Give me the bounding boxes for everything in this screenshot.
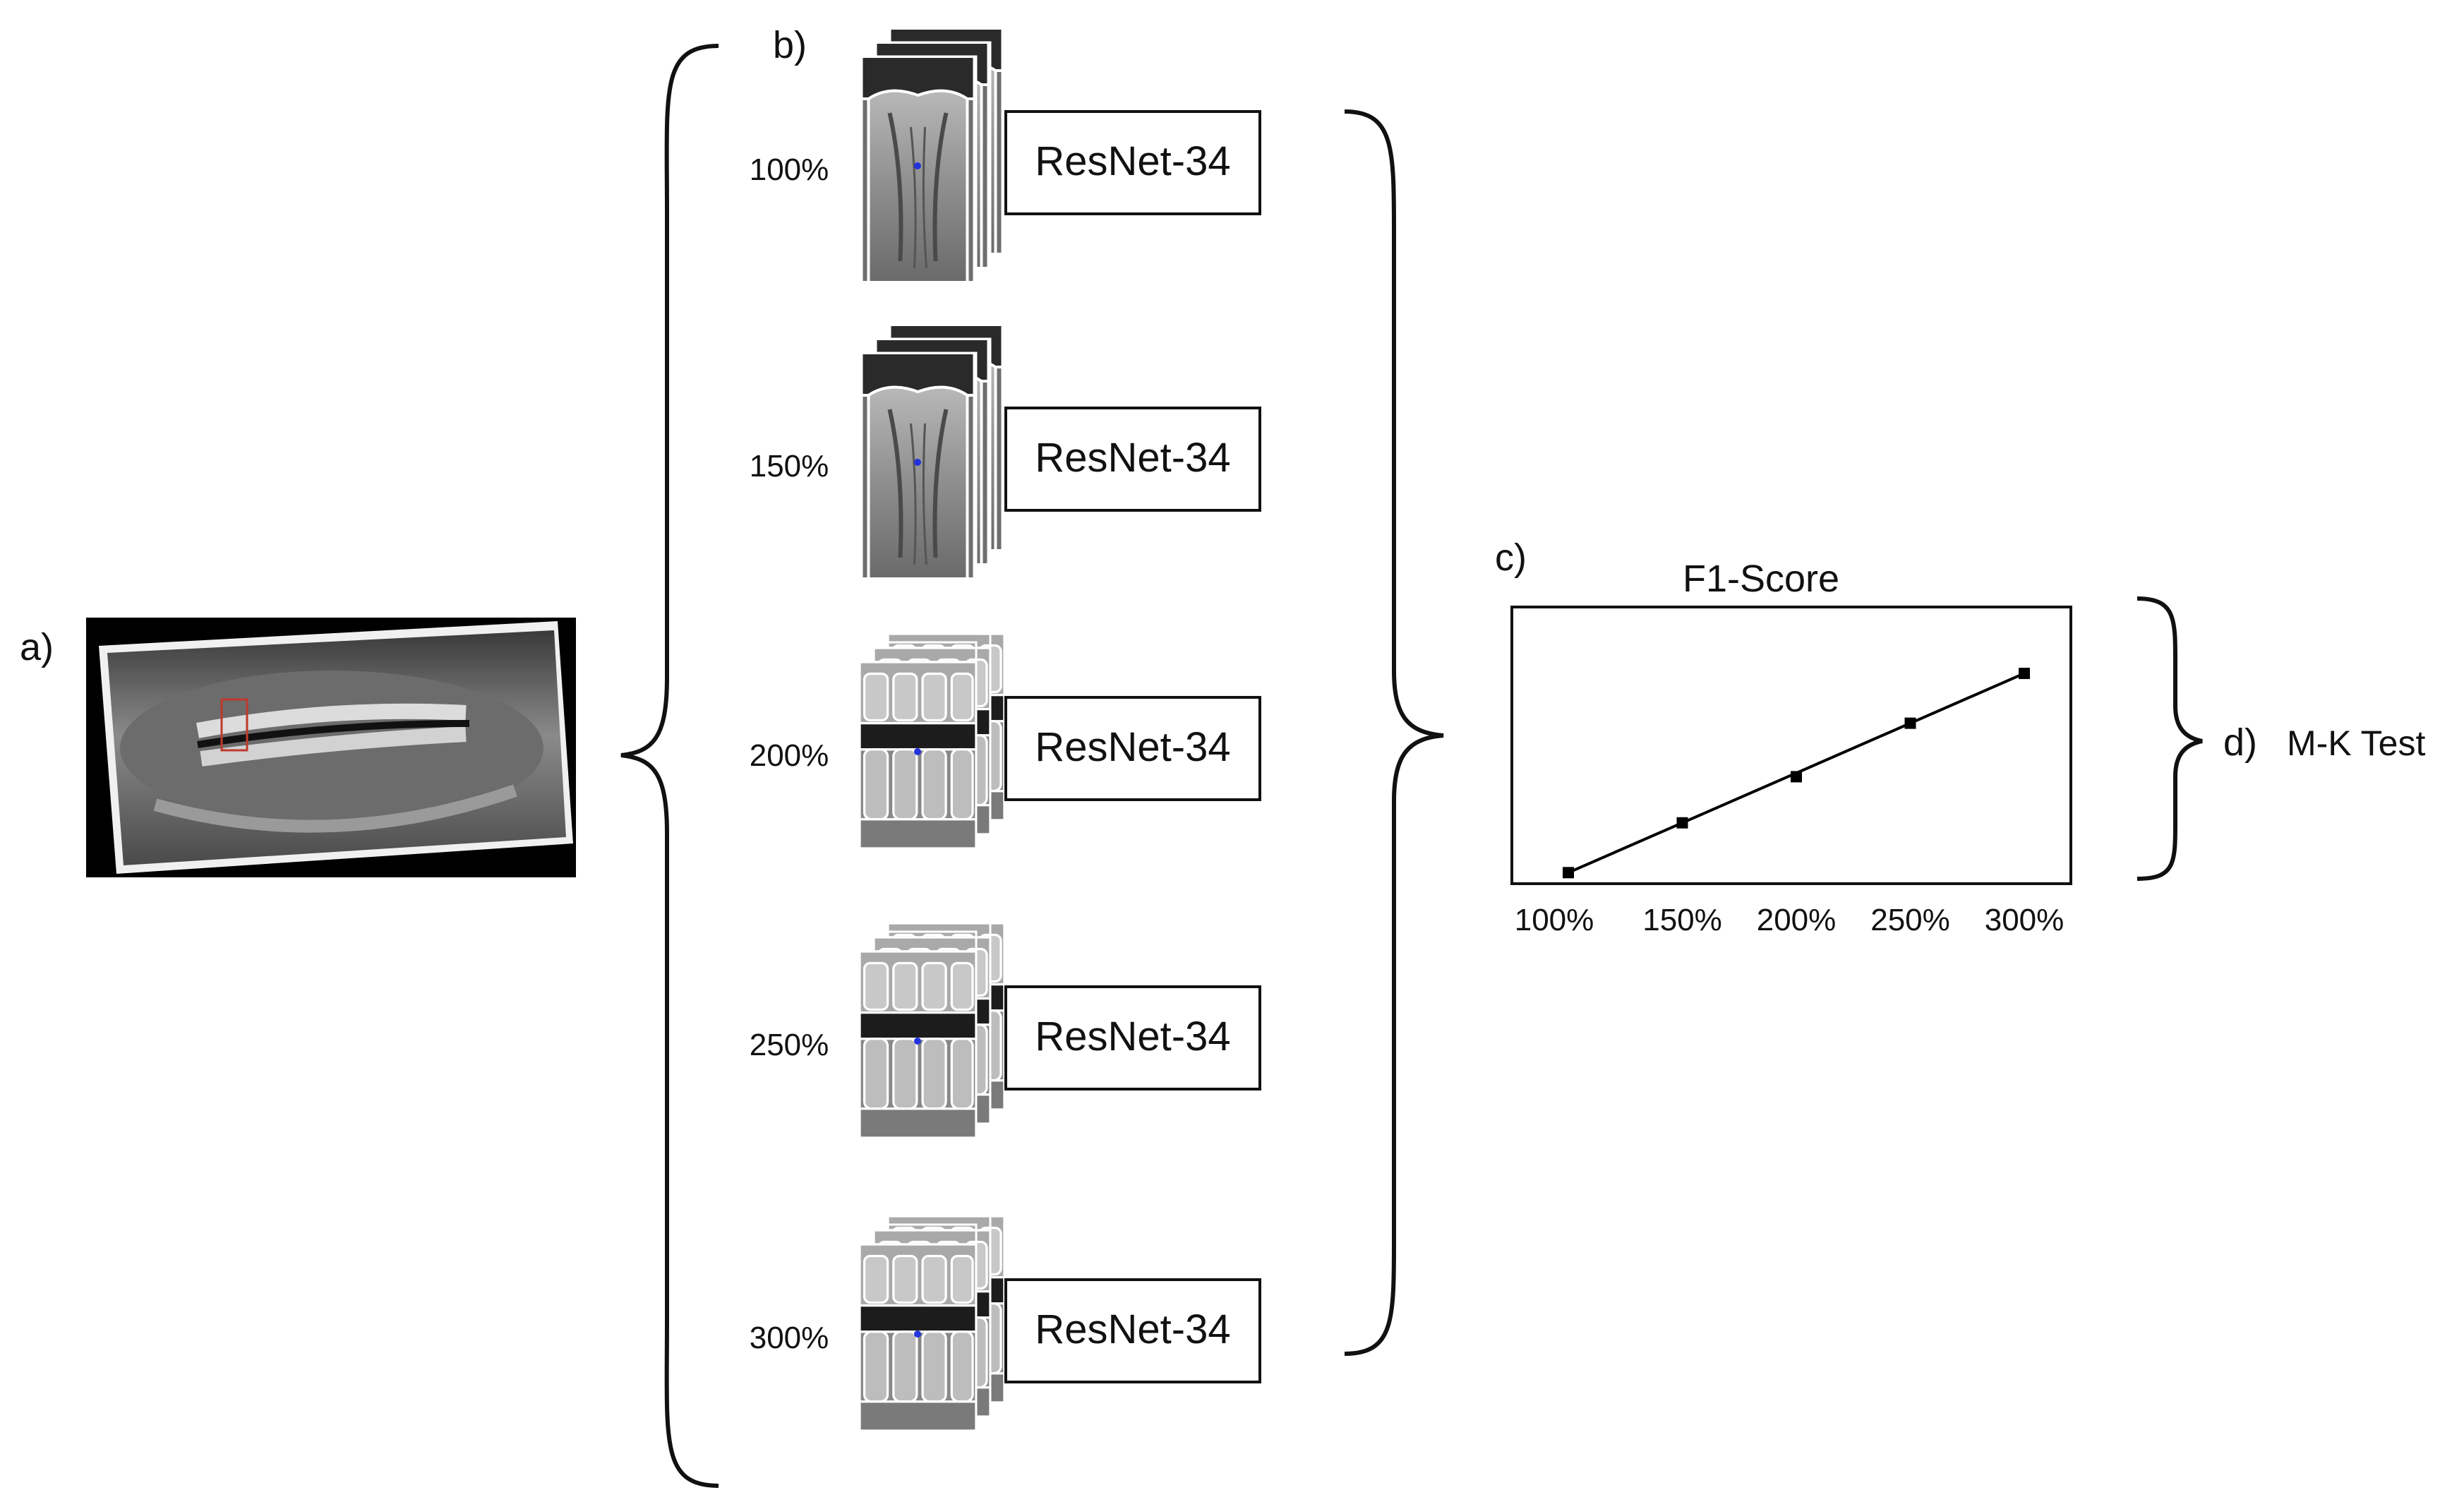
center-dot bbox=[914, 1038, 921, 1045]
x-tick-label: 200% bbox=[1757, 903, 1837, 937]
crop-stack-image bbox=[858, 613, 1006, 870]
model-box bbox=[1004, 696, 1261, 801]
data-point bbox=[1904, 717, 1916, 729]
scale-label: 250% bbox=[750, 1028, 829, 1062]
scale-label: 150% bbox=[750, 449, 829, 483]
data-point bbox=[2019, 668, 2030, 680]
left-brace bbox=[620, 44, 719, 1488]
center-dot bbox=[914, 459, 921, 466]
data-point bbox=[1563, 867, 1574, 879]
center-dot bbox=[914, 748, 921, 755]
model-label: ResNet-34 bbox=[1035, 1306, 1230, 1352]
crop-stack-image bbox=[858, 323, 1006, 580]
right-brace bbox=[2137, 596, 2203, 881]
scale-label: 100% bbox=[750, 152, 829, 187]
panel-label-b: b) bbox=[773, 24, 807, 66]
model-box bbox=[1004, 1278, 1261, 1383]
x-tick-label: 300% bbox=[1985, 903, 2065, 937]
x-tick-label: 250% bbox=[1870, 903, 1950, 937]
chart-plot-area bbox=[1563, 668, 2030, 879]
panel-label-c: c) bbox=[1495, 536, 1527, 579]
crop-stack-image bbox=[858, 27, 1006, 284]
center-dot bbox=[914, 1330, 921, 1338]
center-dot bbox=[914, 162, 921, 169]
scale-rows: 100%ResNet-34150%ResNet-34200%ResNet-342… bbox=[750, 27, 1261, 1452]
crop-stack-image bbox=[858, 902, 1006, 1159]
x-tick-label: 100% bbox=[1515, 903, 1594, 937]
middle-brace bbox=[1344, 109, 1444, 1356]
model-label: ResNet-34 bbox=[1035, 435, 1230, 481]
model-box bbox=[1004, 985, 1261, 1091]
panel-label-a: a) bbox=[20, 626, 54, 668]
model-box bbox=[1004, 407, 1261, 512]
mk-test-label: M-K Test bbox=[2287, 723, 2425, 763]
model-label: ResNet-34 bbox=[1035, 138, 1230, 184]
chart-title: F1-Score bbox=[1683, 558, 1839, 600]
crop-stack-image bbox=[858, 1195, 1006, 1452]
data-point bbox=[1791, 771, 1802, 783]
scale-row: 100% ResNet-34 bbox=[750, 27, 1261, 284]
model-label: ResNet-34 bbox=[1035, 724, 1230, 770]
chart-x-ticks: 100% 150% 200% 250% 300% bbox=[1515, 903, 2065, 937]
data-point bbox=[1676, 817, 1688, 829]
roi-box bbox=[220, 698, 248, 752]
model-box bbox=[1004, 110, 1261, 215]
panoramic-xray-image bbox=[86, 618, 576, 877]
chart-frame bbox=[1510, 606, 2072, 885]
x-tick-label: 150% bbox=[1642, 903, 1722, 937]
panel-label-d: d) bbox=[2223, 721, 2257, 764]
scale-label: 300% bbox=[750, 1321, 829, 1355]
scale-label: 200% bbox=[750, 738, 829, 773]
scale-row: 200% ResNet-34 bbox=[750, 613, 1261, 870]
model-label: ResNet-34 bbox=[1035, 1014, 1230, 1059]
scale-row: 250% ResNet-34 bbox=[750, 902, 1261, 1159]
scale-row: 150% ResNet-34 bbox=[750, 323, 1261, 580]
scale-row: 300% ResNet-34 bbox=[750, 1195, 1261, 1452]
